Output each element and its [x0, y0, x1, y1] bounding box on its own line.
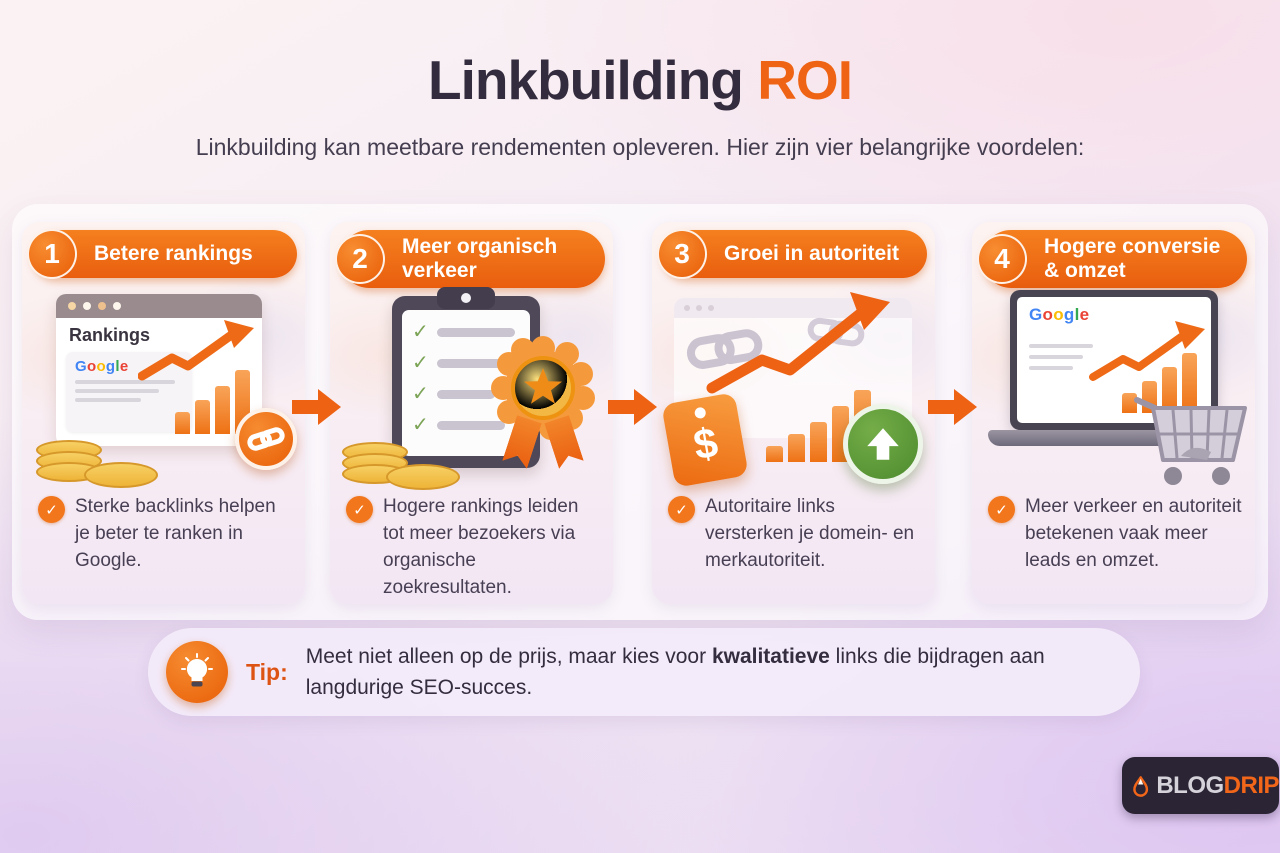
growth-arrow-icon — [1089, 321, 1205, 381]
browser-dot-icon — [83, 302, 91, 310]
bar-chart-icon — [175, 370, 250, 434]
growth-arrow-icon — [706, 292, 890, 394]
flow-arrow-icon — [928, 389, 977, 425]
card-groei-in-autoriteit: 3 Groei in autoriteit — [652, 222, 935, 604]
checklist-line — [436, 389, 495, 399]
checklist-line — [436, 358, 505, 368]
chain-link-icon — [235, 408, 297, 470]
dollar-tag-icon: $ — [661, 392, 749, 488]
text-lines — [1029, 337, 1093, 370]
google-logo: Google — [75, 358, 129, 375]
page-subtitle: Linkbuilding kan meetbare rendementen op… — [195, 134, 1085, 160]
browser-window: Rankings Google — [56, 294, 262, 446]
browser-dot-icon — [68, 302, 76, 310]
tip-label: Tip: — [246, 658, 288, 685]
checklist-line — [436, 327, 515, 337]
card-4-benefit: ✓ Meer verkeer en autoriteit betekenen v… — [988, 494, 1245, 575]
check-icon: ✓ — [346, 496, 373, 523]
card-3-benefit: ✓ Autoritaire links versterken je domein… — [668, 494, 925, 575]
coin-icon — [84, 462, 158, 488]
growth-arrow-icon — [138, 320, 254, 381]
card-2-illustration: ✓ ✓ ✓ ✓ — [340, 284, 603, 490]
card-3-title: Groei in autoriteit — [724, 241, 900, 265]
card-3-benefit-text: Autoritaire links versterken je domein- … — [705, 496, 915, 571]
blogdrip-logo: BLOGDRIP — [1122, 757, 1280, 814]
checklist-line — [436, 420, 505, 430]
flow-arrow-icon — [608, 389, 657, 425]
card-1-header: 1 Betere rankings — [27, 229, 297, 279]
card-4-benefit-text: Meer verkeer en autoriteit betekenen vaa… — [1025, 496, 1242, 571]
google-logo: Google — [1029, 305, 1090, 324]
browser-dot-icon — [696, 305, 702, 311]
text-line — [75, 398, 141, 402]
page-title-part2: ROI — [757, 49, 853, 111]
browser-dot-icon — [98, 302, 106, 310]
tip-box: Tip: Meet niet alleen op de prijs, maar … — [148, 628, 1140, 716]
card-betere-rankings: 1 Betere rankings Rankings Google — [22, 222, 305, 604]
checklist-paper: ✓ ✓ ✓ ✓ — [402, 310, 530, 456]
page-title-part1: Linkbuilding — [428, 49, 744, 111]
shopping-cart-icon — [1134, 397, 1247, 485]
browser-dot-icon — [708, 305, 714, 311]
up-arrow-icon — [843, 404, 923, 484]
text-line — [75, 380, 175, 384]
check-icon: ✓ — [38, 496, 65, 523]
card-2-benefit-text: Hogere rankings leiden tot meer bezoeker… — [383, 496, 579, 598]
green-check-icon: ✓ — [412, 352, 429, 374]
card-hogere-conversie-omzet: 4 Hogere conversie & omzet Google — [972, 222, 1255, 604]
card-4-title: Hogere conversie & omzet — [1044, 235, 1221, 283]
card-2-header: 2 Meer organisch verkeer — [335, 230, 605, 289]
coin-icon — [386, 464, 460, 490]
card-3-illustration: $ — [661, 284, 925, 488]
flow-arrow-icon — [292, 389, 341, 425]
card-4-number-badge: 4 — [977, 234, 1027, 285]
tip-text: Meet niet alleen op de prijs, maar kies … — [305, 644, 1045, 700]
check-icon: ✓ — [988, 496, 1015, 523]
award-badge-icon — [491, 336, 595, 466]
page-title: Linkbuilding ROI — [0, 48, 1280, 112]
card-2-benefit: ✓ Hogere rankings leiden tot meer bezoek… — [346, 494, 603, 602]
card-1-title: Betere rankings — [94, 241, 253, 265]
laptop-screen-content: Google — [1017, 297, 1211, 423]
browser-dot-icon — [113, 302, 121, 310]
dollar-icon: $ — [690, 418, 722, 469]
card-2-number-badge: 2 — [335, 234, 385, 285]
card-2-title: Meer organisch verkeer — [402, 235, 558, 283]
green-check-icon: ✓ — [412, 383, 429, 405]
text-line — [75, 389, 159, 393]
rankings-label: Rankings — [69, 325, 151, 345]
green-check-icon: ✓ — [412, 321, 429, 343]
browser-toolbar — [56, 294, 262, 318]
logo-text: BLOGDRIP — [1156, 771, 1279, 799]
card-1-illustration: Rankings Google — [32, 284, 297, 488]
card-1-number-badge: 1 — [27, 229, 77, 279]
green-check-icon: ✓ — [412, 414, 429, 436]
tag-hole — [693, 406, 707, 420]
card-4-illustration: Google — [982, 284, 1247, 485]
card-1-benefit: ✓ Sterke backlinks helpen je beter te ra… — [38, 494, 295, 575]
card-4-header: 4 Hogere conversie & omzet — [977, 230, 1247, 289]
card-1-benefit-text: Sterke backlinks helpen je beter te rank… — [75, 496, 276, 571]
drip-icon — [1133, 775, 1149, 797]
card-3-header: 3 Groei in autoriteit — [657, 229, 927, 279]
card-3-number-badge: 3 — [657, 229, 707, 279]
clipboard-clip — [437, 287, 495, 309]
search-result-panel: Google — [66, 352, 192, 432]
lightbulb-icon — [166, 641, 228, 703]
check-icon: ✓ — [668, 496, 695, 523]
card-meer-organisch-verkeer: 2 Meer organisch verkeer ✓ ✓ ✓ ✓ — [330, 222, 613, 604]
browser-dot-icon — [684, 305, 690, 311]
